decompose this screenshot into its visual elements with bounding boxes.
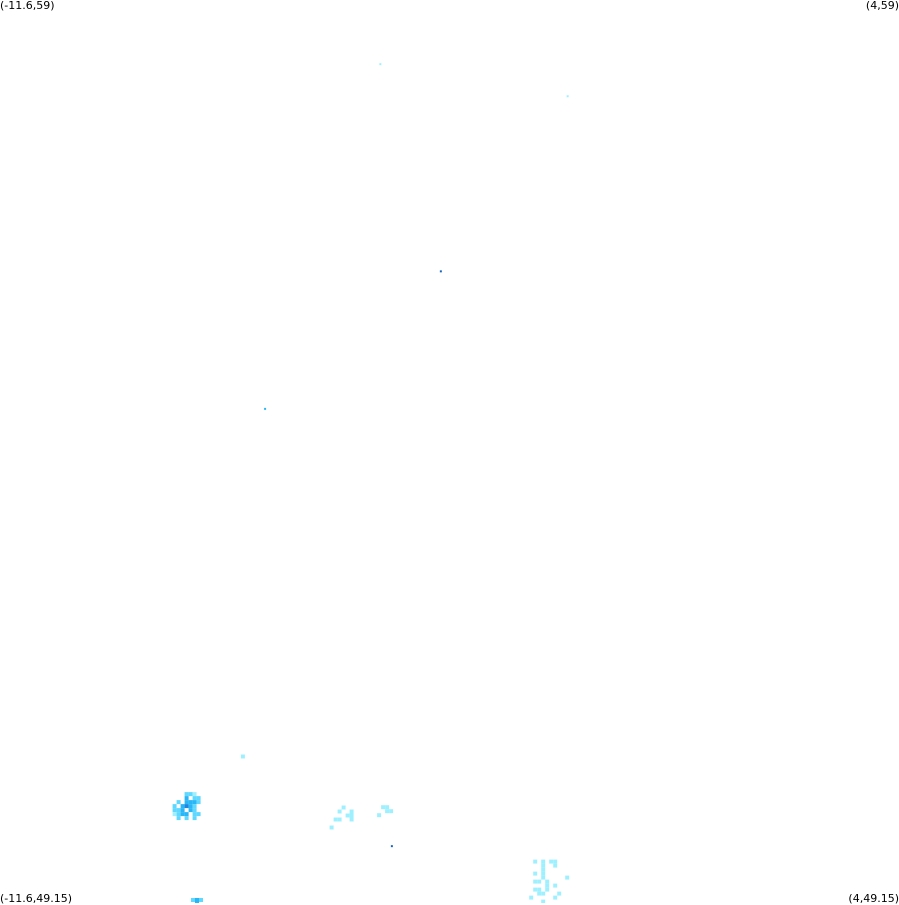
- echo-speck-centre: [439, 270, 442, 273]
- echo-cluster-southwest: [240, 754, 245, 759]
- coord-label-top-left: (-11.6,59): [0, 0, 55, 12]
- coord-label-bottom-right: (4,49.15): [848, 892, 899, 905]
- echo-scatter-southeast: [529, 859, 570, 903]
- echo-speck-west: [264, 407, 267, 410]
- echo-core-bottom-edge: [191, 898, 203, 903]
- echo-scatter-south-b: [377, 805, 394, 818]
- echo-isolated-north: [379, 63, 382, 66]
- echo-speck-south: [390, 845, 393, 848]
- echo-scatter-south-a: [329, 805, 354, 830]
- echo-core-cornwall: [172, 792, 201, 821]
- coord-label-bottom-left: (-11.6,49.15): [0, 892, 73, 905]
- echo-isolated-northeast: [566, 95, 569, 98]
- coord-label-top-right: (4,59): [865, 0, 899, 12]
